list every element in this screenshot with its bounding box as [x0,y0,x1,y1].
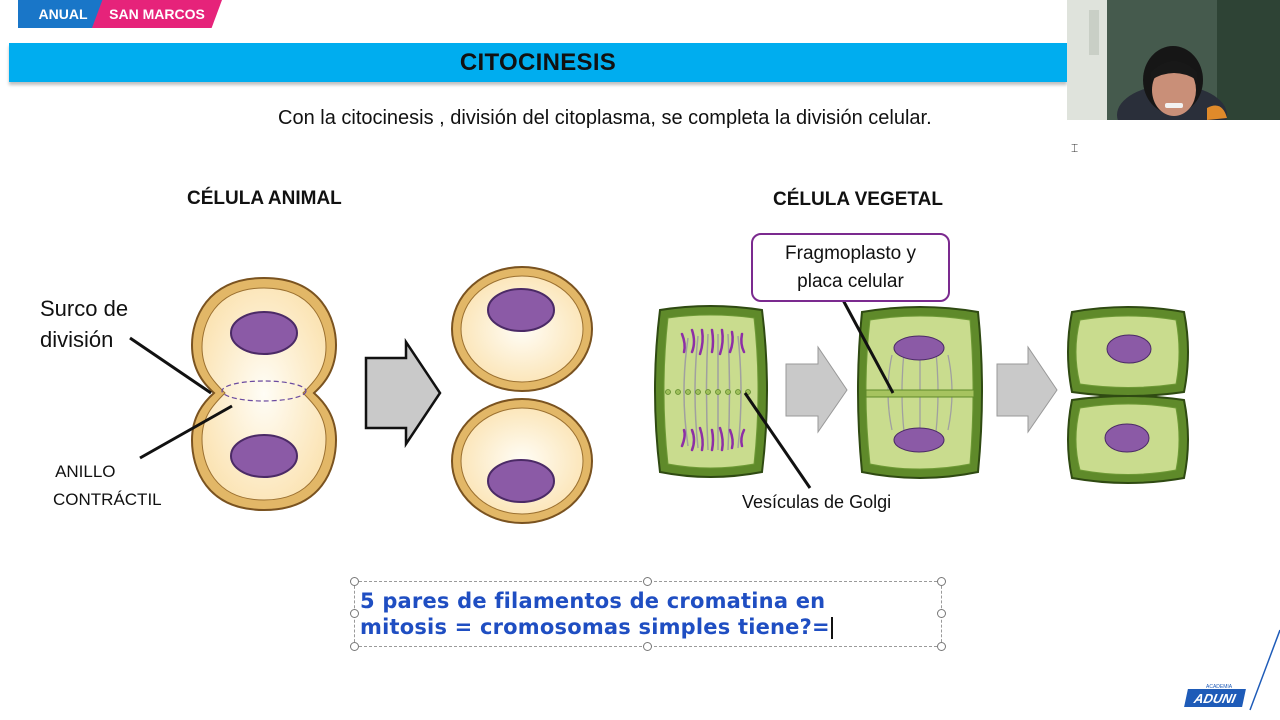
plant-cell-phragmoplast [654,305,768,478]
tag-san-marcos-text: SAN MARCOS [109,6,205,22]
tag-anual-text: ANUAL [38,6,88,22]
arrow-right-icon [364,337,442,449]
resize-handle[interactable] [350,577,359,586]
plant-cell-heading: CÉLULA VEGETAL [773,189,943,210]
title-banner: CITOCINESIS [9,43,1067,82]
golgi-vesicles-label: Vesículas de Golgi [742,492,892,512]
resize-handle[interactable] [937,642,946,651]
ring-label-line2: CONTRÁCTIL [53,490,162,509]
text-cursor-icon: ⌶ [1071,141,1079,155]
resize-handle[interactable] [937,609,946,618]
ring-label-line1: ANILLO [55,462,116,481]
nucleus-bottom [230,434,298,478]
animal-daughter-cells [451,266,593,524]
furrow-label-line1: Surco de [40,296,129,321]
slide-subtitle: Con la citocinesis , división del citopl… [278,107,932,129]
arrow-right-icon [785,345,848,434]
callout-line2: placa celular [797,270,904,292]
plant-daughter-cells [1067,306,1189,484]
resize-handle[interactable] [643,577,652,586]
contractile-ring-label: ANILLO CONTRÁCTIL [53,458,162,514]
furrow-label-line2: división [40,327,114,352]
resize-handle[interactable] [350,609,359,618]
webcam-feed [1067,0,1280,120]
resize-handle[interactable] [937,577,946,586]
tag-san-marcos: SAN MARCOS [92,0,222,28]
animal-cell-dividing [190,276,338,512]
question-text[interactable]: 5 pares de filamentos de cromatina en mi… [360,588,833,640]
phragmoplast-callout: Fragmoplasto y placa celular [751,233,950,302]
animal-cell-heading: CÉLULA ANIMAL [187,188,342,209]
question-textbox[interactable]: 5 pares de filamentos de cromatina en mi… [350,577,946,651]
tag-anual: ANUAL [18,0,108,28]
question-line1: 5 pares de filamentos de cromatina en [360,589,826,613]
resize-handle[interactable] [350,642,359,651]
resize-handle[interactable] [643,642,652,651]
nucleus-top [230,311,298,355]
text-caret [830,617,833,639]
logo-small-text: ACADEMIA [1206,684,1233,690]
furrow-label: Surco de división [40,293,128,355]
aduni-logo: ADUNI [1184,689,1246,707]
arrow-right-icon [996,345,1058,434]
question-line2: mitosis = cromosomas simples tiene?= [360,615,830,639]
aduni-logo-text: ADUNI [1192,690,1238,706]
callout-line1: Fragmoplasto y [785,242,916,264]
slide-title: CITOCINESIS [459,48,617,76]
webcam-image [1067,0,1280,120]
plant-cell-cell-plate [857,306,983,479]
